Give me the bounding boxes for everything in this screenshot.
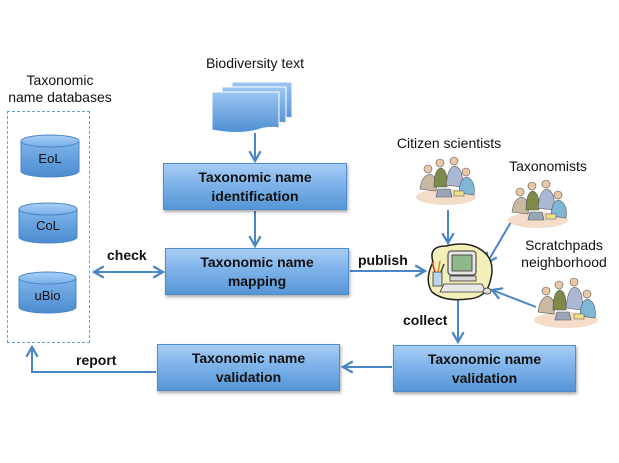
arrow-scratchpads-to-hub [489, 287, 537, 308]
edge-label-report: report [76, 352, 117, 368]
people-group-icon-taxonomists [508, 179, 568, 228]
databases-title-line1: Taxonomic [26, 72, 94, 88]
mapping-line2: mapping [227, 272, 287, 289]
mapping-line1: Taxonomic name [200, 253, 314, 270]
mapping-box: Taxonomic name mapping [165, 248, 349, 295]
validation-reported-box: Taxonomic name validation [157, 344, 340, 391]
scratchpads-label-line2: neighborhood [521, 254, 607, 270]
databases-title-line2: name databases [8, 89, 112, 105]
database-cylinder-icon-col [18, 202, 78, 244]
computer-icon [427, 243, 493, 301]
validation-collected-box: Taxonomic name validation [393, 345, 576, 392]
people-group-icon-citizen-scientists [416, 156, 476, 205]
edge-label-collect: collect [403, 312, 448, 328]
citizen-scientists-label: Citizen scientists [396, 135, 502, 151]
edge-label-publish: publish [358, 252, 408, 268]
validation-collected-line1: Taxonomic name [427, 350, 542, 367]
source-label: Biodiversity text [205, 55, 305, 71]
validation-reported-line2: validation [215, 368, 282, 385]
identification-line1: Taxonomic name [198, 168, 312, 185]
arrow-report [25, 344, 156, 373]
database-ubio-label: uBio [34, 288, 61, 303]
database-col-label: CoL [36, 218, 60, 233]
databases-title: Taxonomic name databases [2, 72, 118, 106]
validation-collected-line2: validation [451, 369, 518, 386]
databases-group-frame [7, 111, 90, 343]
scratchpads-label-line1: Scratchpads [525, 237, 603, 253]
people-group-icon-scratchpads [534, 277, 598, 328]
document-stack-icon [211, 81, 293, 133]
database-cylinder-icon-eol [20, 134, 80, 178]
database-cylinder-icon-ubio [18, 271, 77, 314]
edge-label-check: check [107, 247, 147, 263]
taxonomists-label: Taxonomists [509, 158, 587, 174]
validation-reported-line1: Taxonomic name [191, 349, 306, 366]
arrow-taxonomists-to-hub [485, 221, 512, 265]
scratchpads-label: Scratchpads neighborhood [510, 237, 618, 271]
identification-line2: identification [211, 187, 299, 204]
identification-box: Taxonomic name identification [163, 163, 347, 210]
database-eol-label: EoL [38, 151, 62, 166]
